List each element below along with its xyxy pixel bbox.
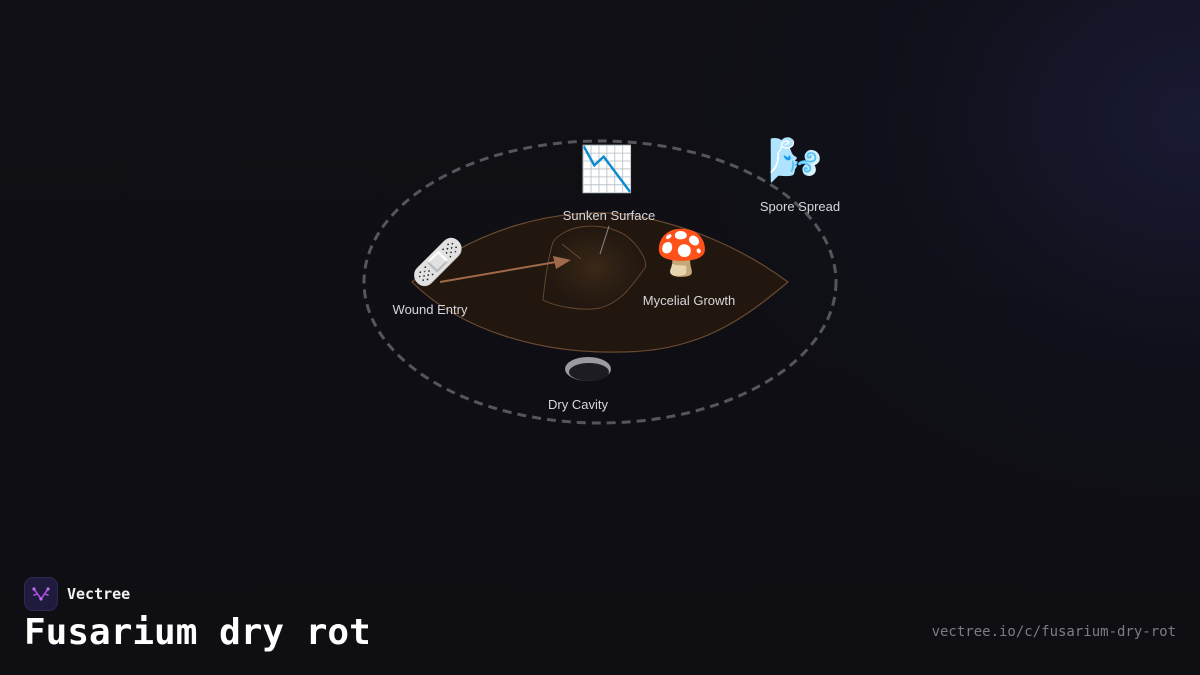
- infection-arrowhead: [553, 256, 571, 269]
- lesion-crack: [561, 243, 582, 260]
- node-label-spore-spread: Spore Spread: [759, 199, 841, 214]
- chart-decreasing-icon: 📉: [579, 144, 635, 195]
- vectree-branch-icon: [24, 577, 58, 611]
- page-title: Fusarium dry rot: [24, 612, 371, 653]
- node-label-dry-cavity: Dry Cavity: [548, 397, 608, 412]
- node-label-mycelial-growth: Mycelial Growth: [642, 293, 736, 308]
- wind-gust-icon: 🌬️: [767, 135, 823, 186]
- brand-name: Vectree: [67, 585, 131, 603]
- bandage-icon: 🩹: [410, 237, 466, 288]
- rot-lesion: [542, 225, 647, 310]
- dry-cavity-glyph: [565, 357, 611, 381]
- mushroom-icon: 🍄: [654, 228, 710, 279]
- page-url[interactable]: vectree.io/c/fusarium-dry-rot: [931, 624, 1176, 640]
- cycle-ring: [362, 139, 838, 425]
- node-label-sunken-surface: Sunken Surface: [562, 208, 656, 223]
- infection-arrow: [439, 261, 557, 283]
- node-label-wound-entry: Wound Entry: [392, 302, 468, 317]
- lesion-crack: [599, 225, 610, 255]
- brand[interactable]: Vectree: [24, 577, 130, 611]
